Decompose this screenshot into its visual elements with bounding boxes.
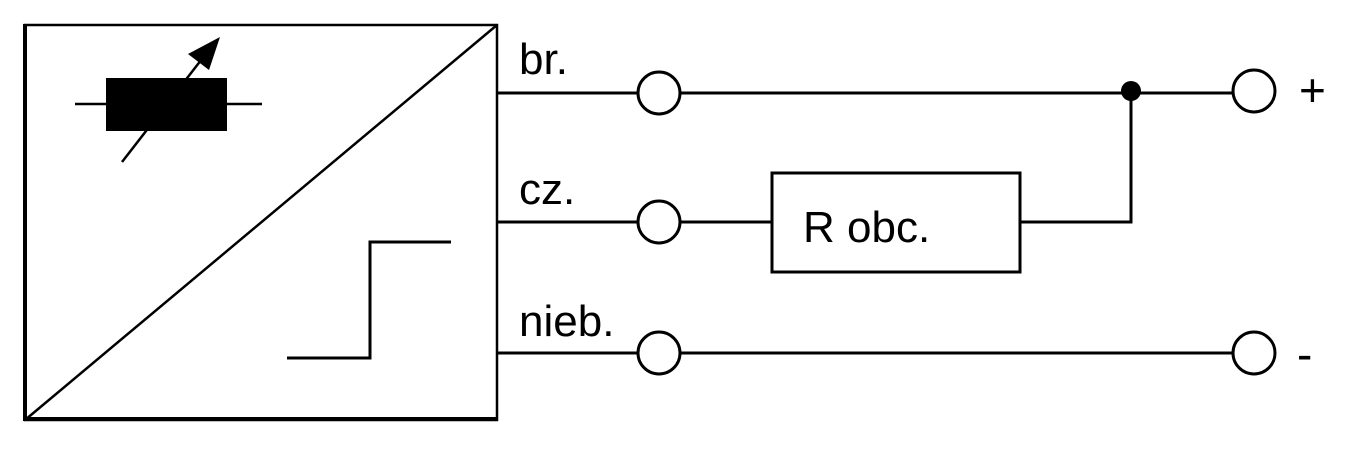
terminal-plus bbox=[1231, 68, 1277, 114]
terminal-black bbox=[636, 199, 682, 245]
step-function-icon bbox=[287, 240, 451, 360]
wire-label-blue: nieb. bbox=[519, 297, 614, 346]
terminal-brown bbox=[636, 70, 682, 116]
terminal-blue bbox=[636, 330, 682, 376]
wire-label-black: cz. bbox=[519, 165, 575, 214]
sensor-diagonal bbox=[24, 24, 498, 421]
wire-resistor-to-junction bbox=[1020, 91, 1133, 224]
variable-resistor-arrowhead bbox=[188, 37, 220, 70]
terminal-minus bbox=[1231, 330, 1277, 376]
load-resistor-box bbox=[770, 171, 1022, 274]
terminal-plus-sign: + bbox=[1299, 64, 1326, 116]
junction-dot bbox=[1121, 81, 1141, 101]
sensor-block bbox=[23, 23, 499, 422]
variable-resistor-arrow-line bbox=[121, 54, 206, 163]
terminals bbox=[636, 68, 1277, 376]
terminal-minus-sign: - bbox=[1297, 328, 1312, 380]
variable-resistor-icon bbox=[75, 37, 262, 163]
load-resistor-label: R obc. bbox=[803, 203, 930, 252]
wire-label-brown: br. bbox=[519, 35, 568, 84]
